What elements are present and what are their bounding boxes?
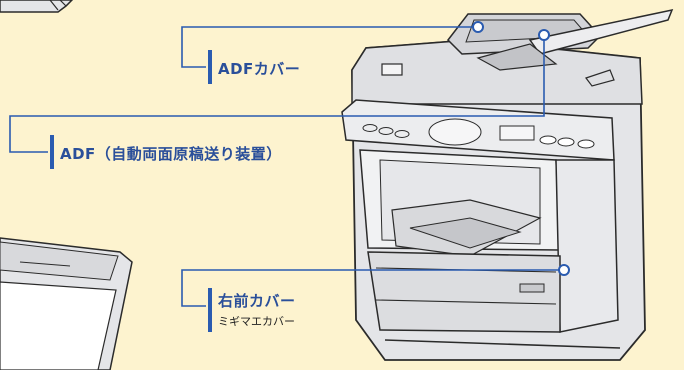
multifunction-printer: [341, 8, 674, 361]
partial-flatbed-left: [0, 237, 133, 370]
adf-accent-bar: [50, 135, 54, 169]
partial-device-top-left: [0, 0, 74, 13]
adf-label: ADF（自動両面原稿送り装置）: [60, 145, 282, 163]
adf-cover-accent-bar: [208, 50, 212, 84]
right-front-cover-label: 右前カバー: [218, 292, 296, 310]
right-front-cover-accent-bar: [208, 288, 212, 332]
right-front-cover-reading: ミギマエカバー: [218, 315, 295, 328]
callout-dots: [472, 21, 570, 276]
adf-cover-label: ADFカバー: [218, 60, 301, 78]
leader-lines: [9, 26, 564, 307]
